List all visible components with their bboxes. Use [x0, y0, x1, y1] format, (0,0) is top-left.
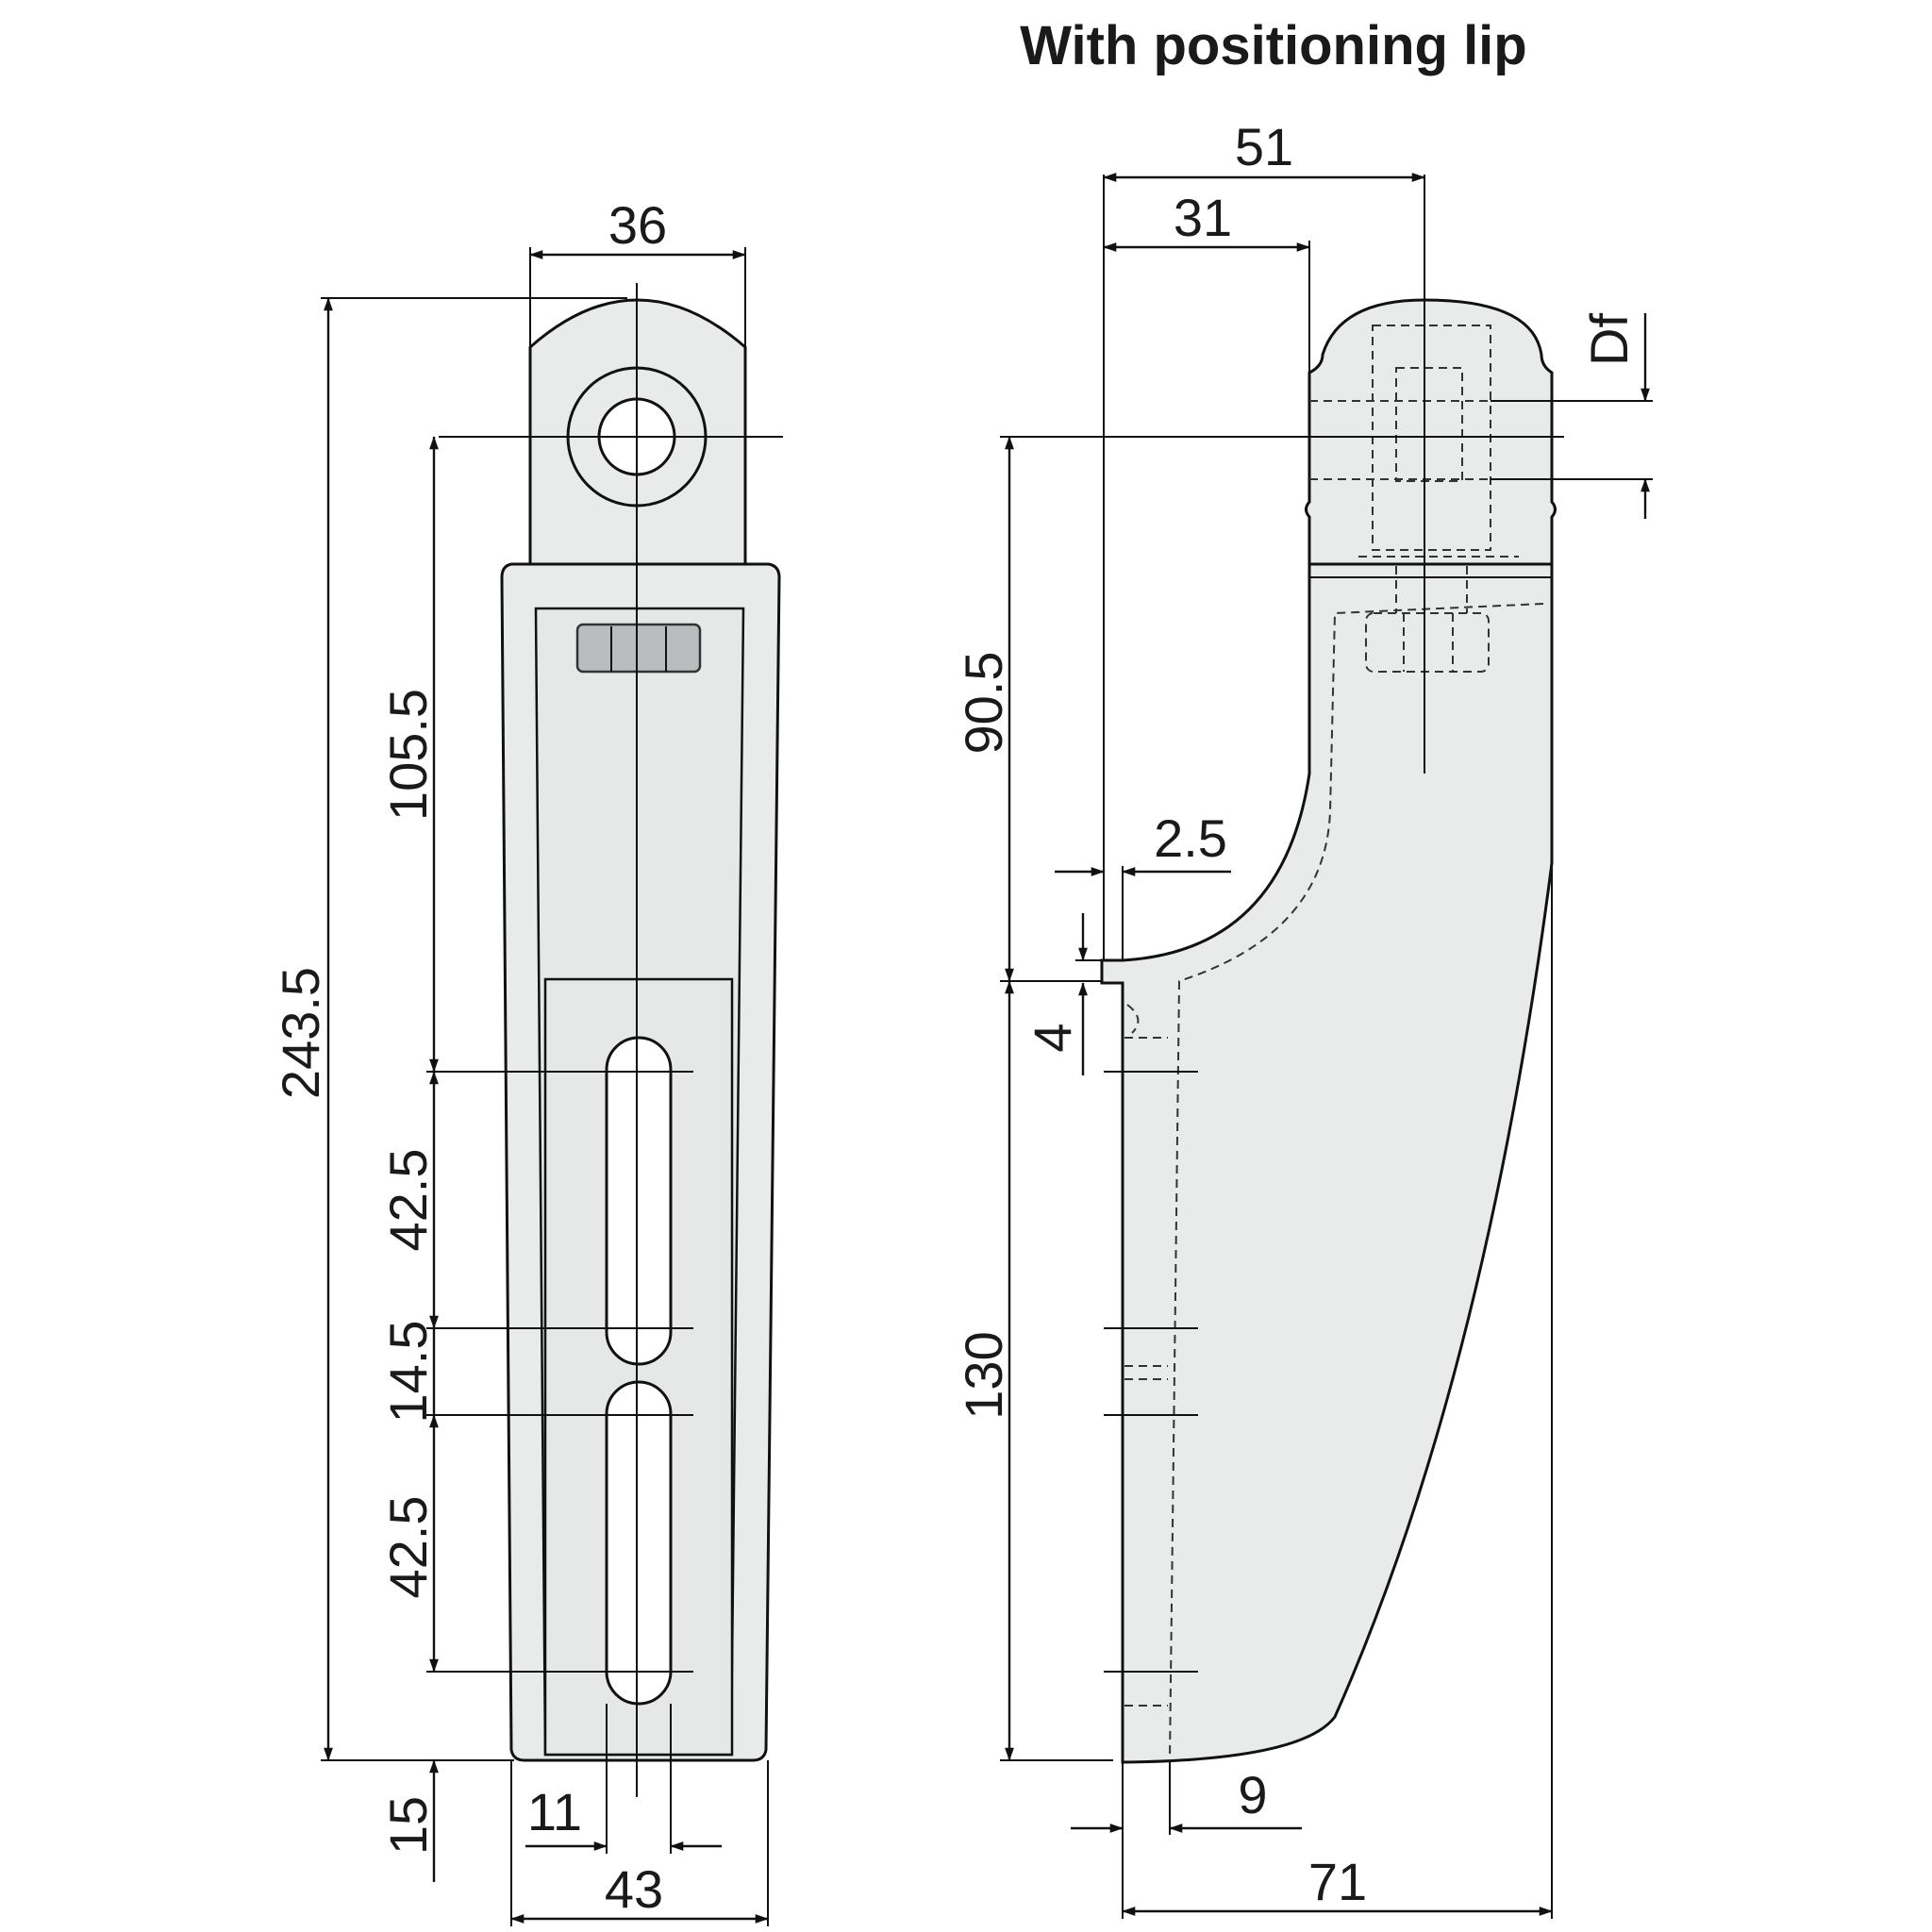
dim-front-overall-height: 243.5	[271, 967, 330, 1099]
dim-side-rib-offset: 9	[1238, 1765, 1267, 1824]
dim-side-lip-span: 31	[1174, 188, 1232, 247]
front-nut	[575, 623, 702, 674]
front-view: 36 243.5 105.5 42.5 14.5 42.5 15 11 43	[271, 195, 783, 1926]
dim-front-slot-lower: 42.5	[378, 1496, 438, 1599]
dim-front-slot-width: 11	[527, 1782, 582, 1841]
dim-front-hole-to-slot: 105.5	[378, 689, 438, 821]
dim-side-base-depth: 71	[1308, 1852, 1367, 1911]
dim-side-lip-thickness: 2.5	[1154, 808, 1227, 868]
side-lug	[1305, 298, 1557, 566]
dim-front-base-width: 43	[605, 1859, 663, 1919]
dim-front-slot-gap: 14.5	[378, 1321, 438, 1424]
dim-side-top-span: 51	[1235, 117, 1293, 176]
dim-side-df: Df	[1579, 313, 1639, 366]
side-body	[1100, 562, 1554, 1764]
front-slot-upper	[605, 1036, 673, 1366]
dim-front-slot-upper: 42.5	[378, 1149, 438, 1252]
dim-side-lip-height: 4	[1023, 1023, 1082, 1052]
dim-side-base-height: 130	[954, 1331, 1013, 1419]
drawing-title: With positioning lip	[1020, 15, 1526, 76]
dim-front-top-width: 36	[608, 195, 667, 255]
dim-side-hole-height: 90.5	[954, 652, 1013, 755]
dim-front-bottom-offset: 15	[378, 1796, 438, 1855]
front-slot-lower	[605, 1380, 673, 1706]
side-view: 51 31 Df 90.5 2.5 4 130	[954, 117, 1653, 1919]
